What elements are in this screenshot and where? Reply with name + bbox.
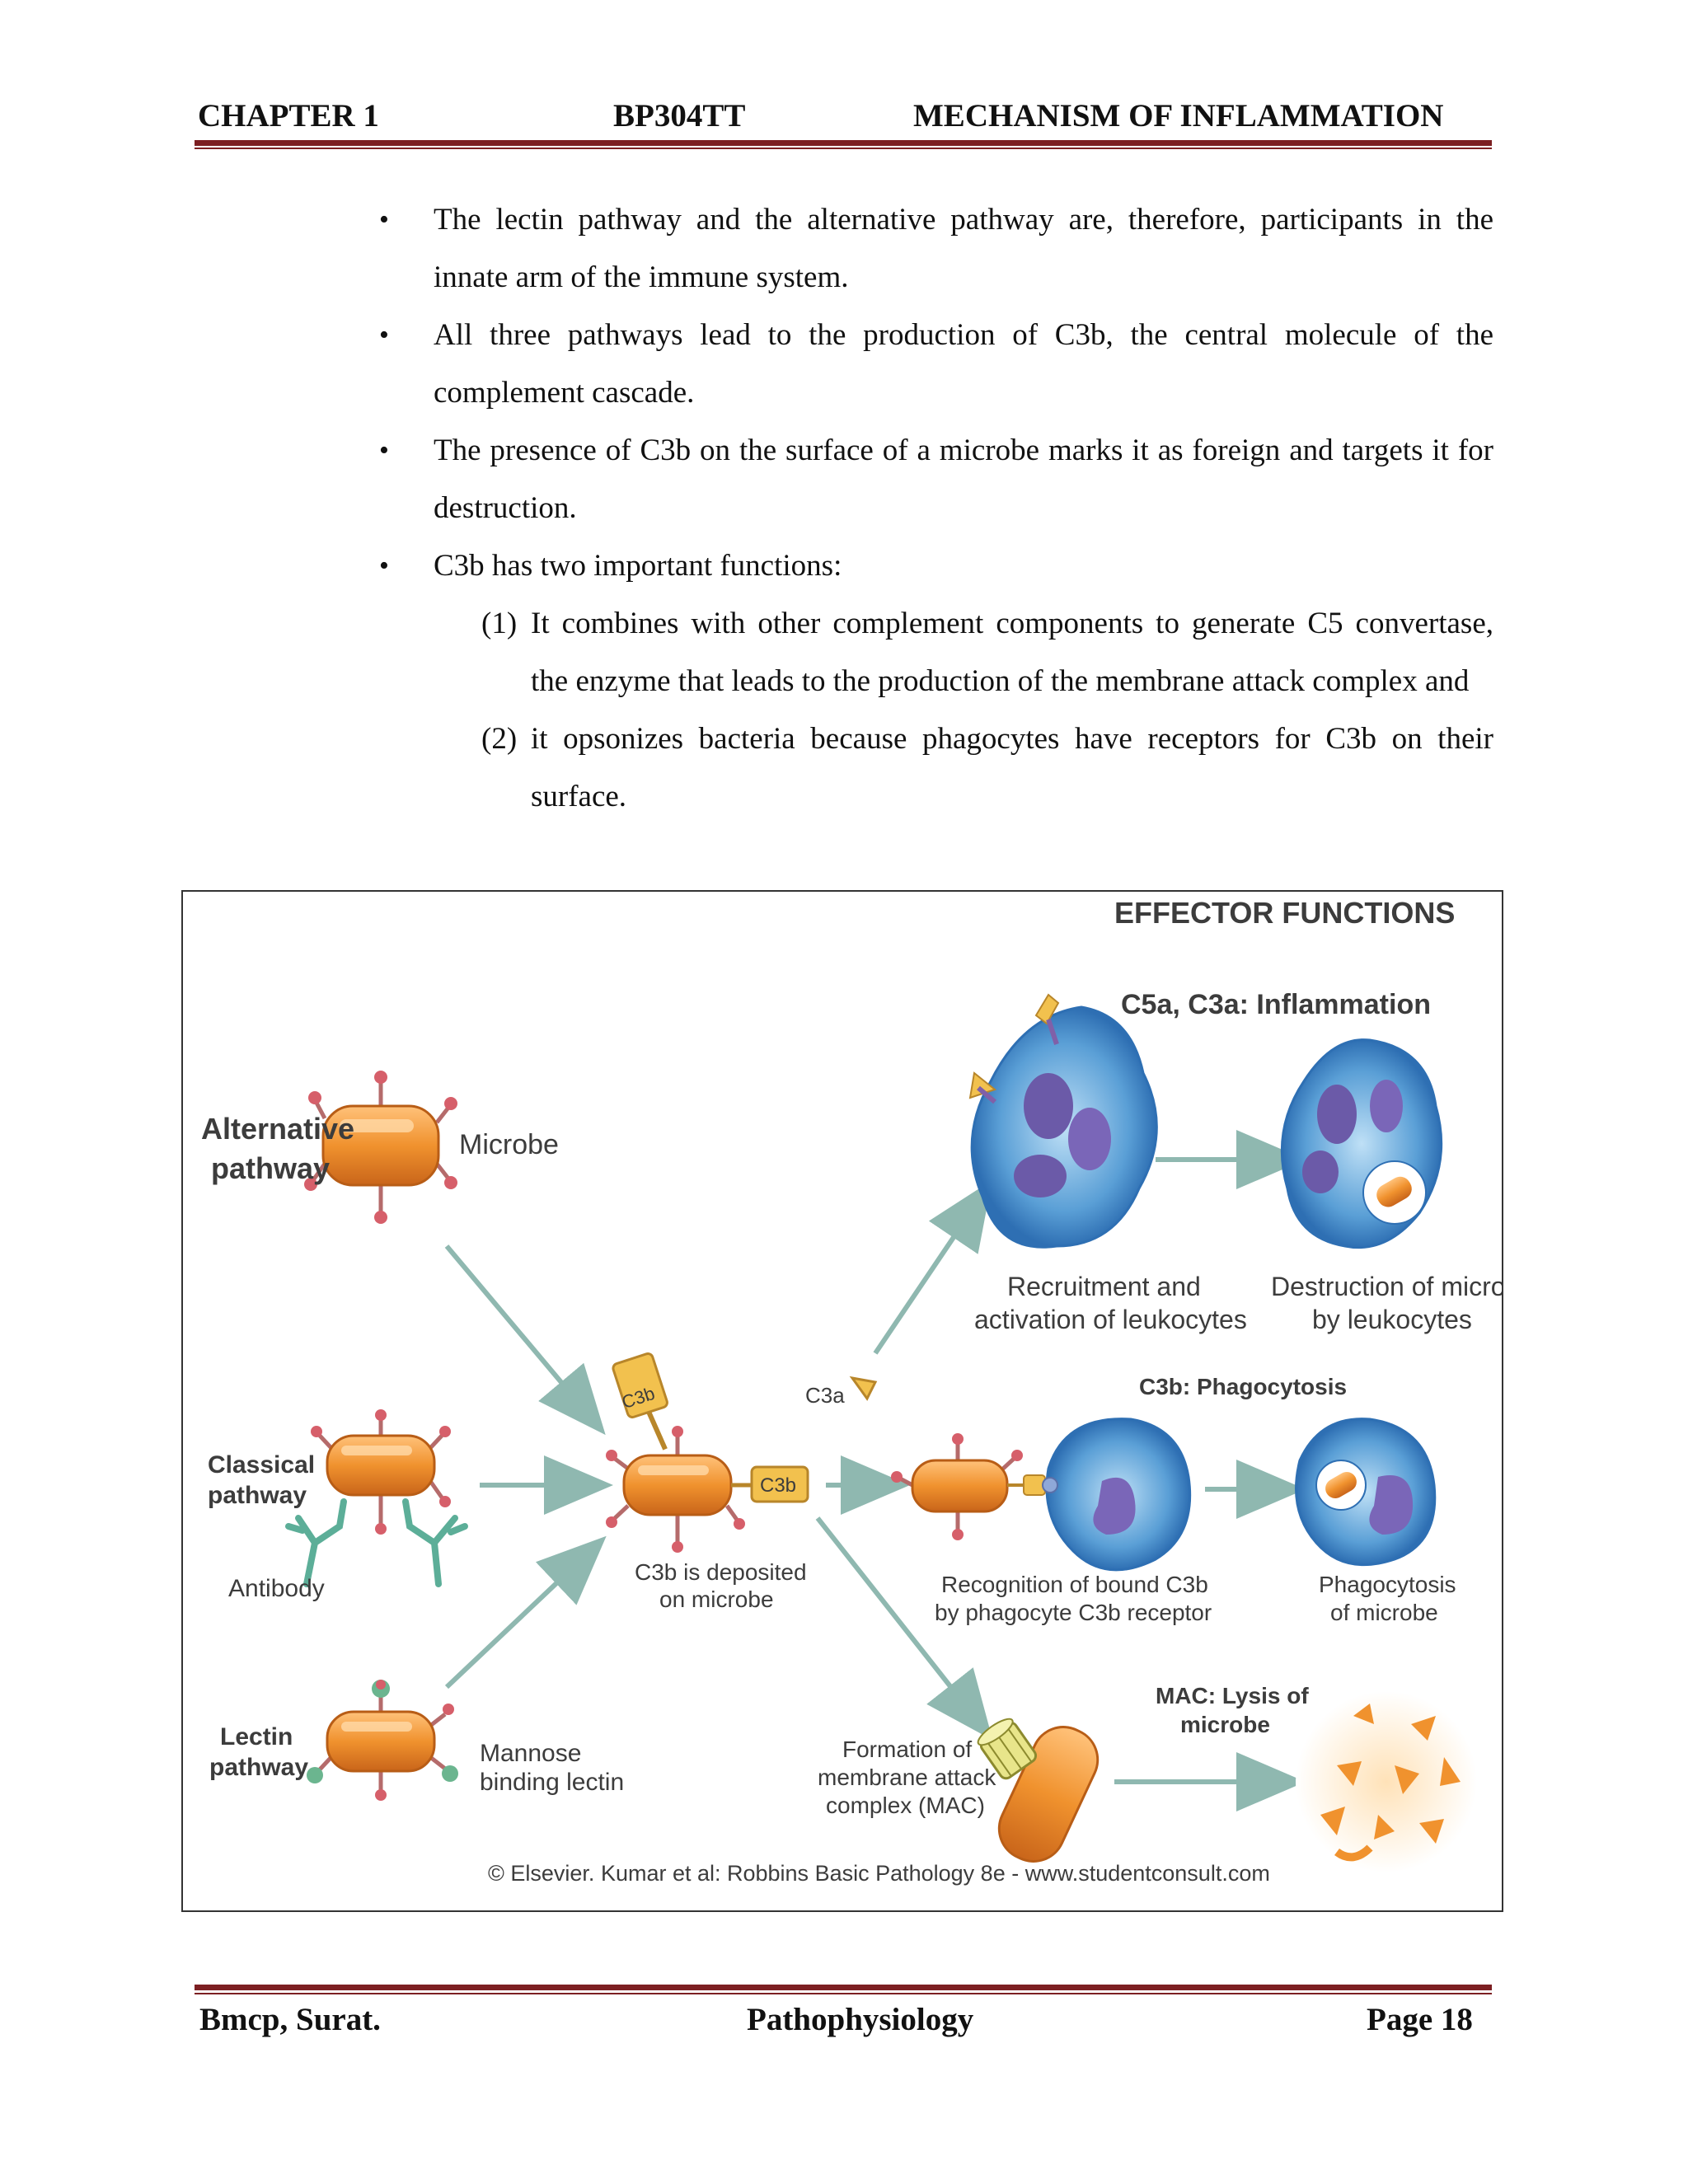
phagocyte-receptor xyxy=(1042,1418,1192,1572)
c3b-tag-label-2: C3b xyxy=(760,1474,796,1497)
phagocyte-engulfing xyxy=(1295,1418,1437,1567)
effector-functions-title: EFFECTOR FUNCTIONS xyxy=(1114,896,1455,930)
sub-item-text: it opsonizes bacteria because phagocytes… xyxy=(531,722,1493,813)
figure-credit: © Elsevier. Kumar et al: Robbins Basic P… xyxy=(488,1861,1270,1886)
sub-item-number: (1) xyxy=(481,607,518,640)
header-rule-thin xyxy=(195,148,1492,149)
lectin-pathway-microbe xyxy=(307,1680,458,1801)
c3a-fragment xyxy=(849,1376,878,1401)
footer-rule xyxy=(195,1985,1492,1990)
recognition-label: Recognition of bound C3b xyxy=(941,1572,1208,1597)
recognition-label-2: by phagocyte C3b receptor xyxy=(935,1600,1212,1625)
bullet-item: The presence of C3b on the surface of a … xyxy=(379,422,1493,537)
bullet-list: The lectin pathway and the alternative p… xyxy=(379,191,1493,826)
sub-item-text: It combines with other complement compon… xyxy=(531,607,1493,698)
lectin-pathway-label: Lectin xyxy=(220,1723,293,1750)
antibody-left xyxy=(285,1498,347,1587)
leukocyte-destruction xyxy=(1280,1038,1443,1249)
recruitment-label-2: activation of leukocytes xyxy=(974,1305,1247,1334)
lysed-microbe xyxy=(1296,1691,1477,1872)
classical-pathway-label-2: pathway xyxy=(208,1482,307,1509)
antibody-right xyxy=(402,1498,468,1587)
mac-title-2: microbe xyxy=(1180,1712,1270,1737)
mac-title: MAC: Lysis of xyxy=(1156,1683,1309,1708)
footer-rule-thin xyxy=(195,1993,1492,1994)
arrow-lectin-to-center xyxy=(444,1535,607,1690)
c3a-label: C3a xyxy=(805,1383,845,1408)
header-topic: MECHANISM OF INFLAMMATION xyxy=(913,98,1444,134)
opsonized-microbe xyxy=(891,1433,1046,1540)
page-header: CHAPTER 1 BP304TT MECHANISM OF INFLAMMAT… xyxy=(196,97,1490,138)
bullet-item: C3b has two important functions: xyxy=(379,537,1493,595)
inflammation-title: C5a, C3a: Inflammation xyxy=(1121,989,1431,1020)
lectin-pathway-label-2: pathway xyxy=(209,1754,308,1781)
alternative-pathway-label: Alternative xyxy=(201,1112,354,1146)
formation-label-3: complex (MAC) xyxy=(826,1793,985,1818)
sub-item-1: (1) It combines with other complement co… xyxy=(481,595,1493,710)
sub-item-number: (2) xyxy=(481,722,518,756)
figure-drawing: EFFECTOR FUNCTIONS C5a, C3a: Inflammatio… xyxy=(201,896,1502,1886)
mannose-label-2: binding lectin xyxy=(480,1769,624,1796)
deposited-label-2: on microbe xyxy=(659,1586,774,1612)
bullet-item: All three pathways lead to the productio… xyxy=(379,307,1493,422)
footer-institution: Bmcp, Surat. xyxy=(199,2002,381,2037)
classical-pathway-label: Classical xyxy=(208,1451,315,1479)
antibody-label: Antibody xyxy=(228,1575,325,1602)
phagocytosis-label: Phagocytosis xyxy=(1319,1572,1456,1597)
phagocytosis-label-2: of microbe xyxy=(1330,1600,1438,1625)
destruction-label: Destruction of microbes xyxy=(1271,1272,1502,1301)
page-footer: Bmcp, Surat. Pathophysiology Page 18 xyxy=(196,2001,1490,2042)
c3b-deposited-microbe xyxy=(606,1352,809,1553)
sub-item-2: (2) it opsonizes bacteria because phagoc… xyxy=(481,710,1493,826)
bullet-item: The lectin pathway and the alternative p… xyxy=(379,191,1493,307)
leukocyte-recruitment xyxy=(968,993,1158,1249)
destruction-label-2: by leukocytes xyxy=(1312,1305,1472,1334)
arrow-to-mac xyxy=(815,1516,993,1741)
recruitment-label: Recruitment and xyxy=(1007,1272,1201,1301)
deposited-label: C3b is deposited xyxy=(635,1559,807,1585)
header-rule xyxy=(195,140,1492,146)
formation-label-2: membrane attack xyxy=(818,1765,996,1790)
mac-microbe xyxy=(977,1718,1100,1863)
header-chapter: CHAPTER 1 xyxy=(198,98,379,134)
classical-pathway-microbe xyxy=(311,1409,451,1535)
footer-page-number: Page 18 xyxy=(1367,2002,1473,2037)
footer-subject: Pathophysiology xyxy=(747,2002,974,2037)
arrow-alt-to-center xyxy=(444,1244,606,1436)
formation-label: Formation of xyxy=(842,1736,972,1762)
alternative-pathway-label-2: pathway xyxy=(211,1151,330,1185)
alternative-pathway-microbe xyxy=(304,1071,457,1224)
microbe-label: Microbe xyxy=(459,1129,559,1160)
arrow-to-inflammation xyxy=(873,1180,992,1355)
complement-pathways-figure: EFFECTOR FUNCTIONS C5a, C3a: Inflammatio… xyxy=(181,890,1503,1912)
header-course-code: BP304TT xyxy=(613,98,746,134)
mannose-label: Mannose xyxy=(480,1740,581,1767)
phagocytosis-title: C3b: Phagocytosis xyxy=(1139,1374,1347,1399)
